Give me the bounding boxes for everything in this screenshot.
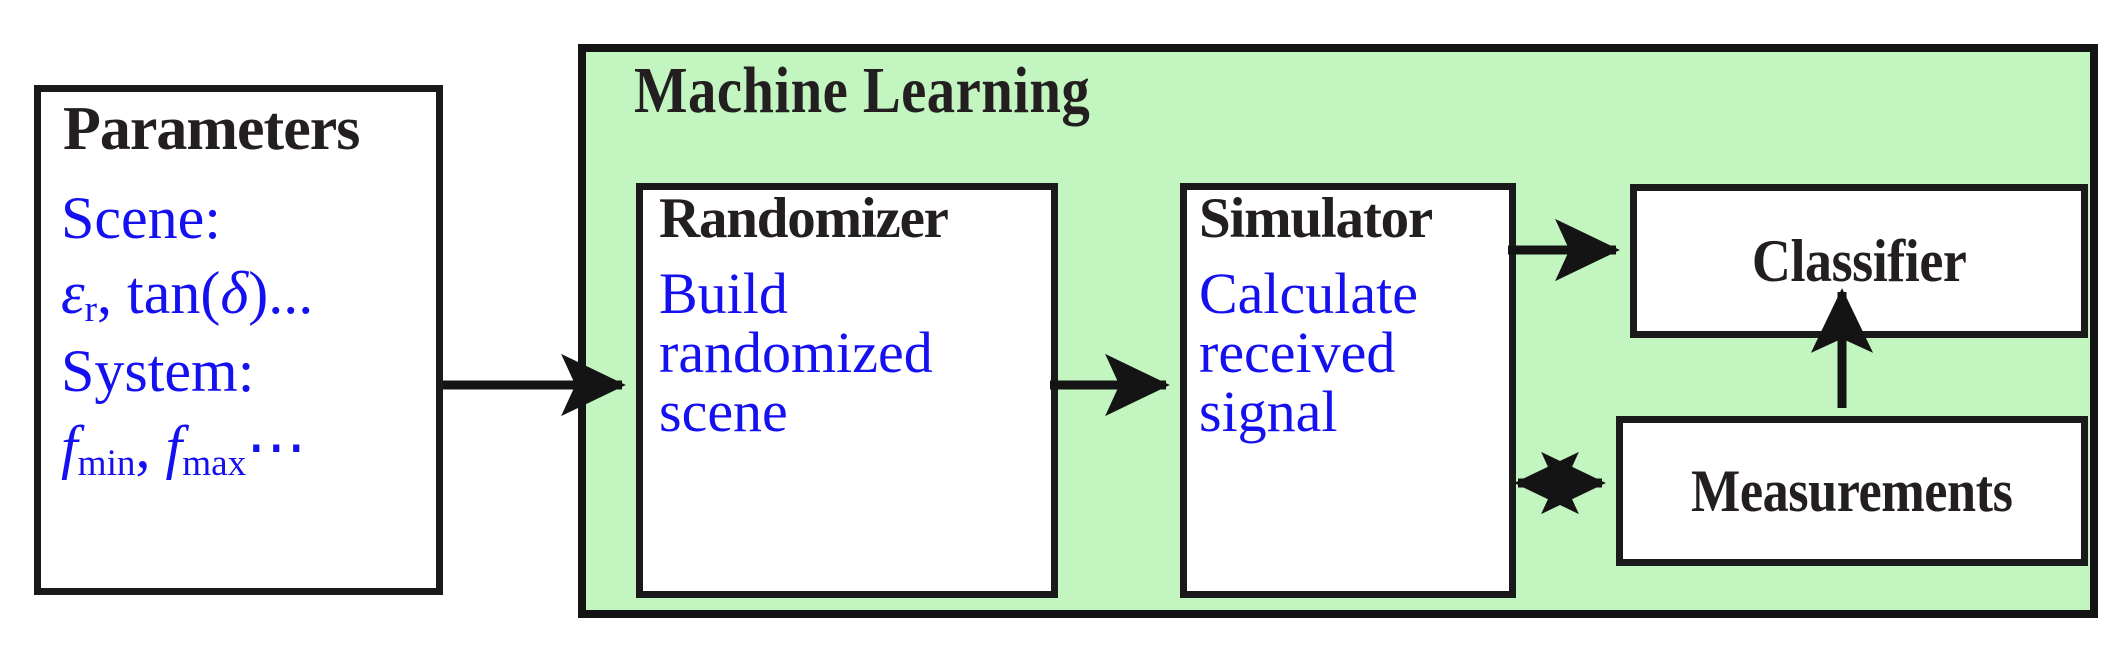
epsilon-subscript: r <box>84 289 98 331</box>
f-min-subscript: min <box>77 443 136 485</box>
simulator-body-line-2: received <box>1199 320 1396 386</box>
randomizer-title: Randomizer <box>659 187 949 250</box>
parameters-scene-values: εr, tan(δ)... <box>61 259 432 331</box>
machine-learning-panel: Machine Learning Randomizer Build random… <box>578 44 2098 618</box>
randomizer-body: Build randomized scene <box>659 261 1047 445</box>
classifier-title: Classifier <box>1751 228 1967 294</box>
randomizer-body-line-2: randomized <box>659 320 933 386</box>
randomizer-block: Randomizer Build randomized scene <box>636 183 1058 598</box>
simulator-body-line-1: Calculate <box>1199 261 1419 326</box>
f-min-symbol: f <box>61 414 78 481</box>
system-separator: , <box>135 414 166 481</box>
parameters-title: Parameters <box>63 95 360 163</box>
delta-symbol: δ <box>220 260 249 326</box>
randomizer-body-line-3: scene <box>659 379 788 445</box>
randomizer-body-line-1: Build <box>659 261 788 326</box>
f-max-subscript: max <box>182 443 247 485</box>
epsilon-symbol: ε <box>61 260 85 326</box>
parameters-system-label: System: <box>61 338 255 405</box>
scene-ellipsis: )... <box>248 260 314 326</box>
simulator-block: Simulator Calculate received signal <box>1180 183 1516 598</box>
parameters-block: Parameters Scene: εr, tan(δ)... System: … <box>34 85 443 595</box>
parameters-system-values: fmin, fmax⋯ <box>61 412 432 485</box>
system-ellipsis: ⋯ <box>246 414 307 481</box>
measurements-block: Measurements <box>1616 416 2088 566</box>
simulator-body-line-3: signal <box>1199 379 1338 445</box>
parameters-scene-label: Scene: <box>61 185 221 251</box>
tan-symbol: , tan( <box>97 260 221 326</box>
simulator-title: Simulator <box>1199 187 1433 250</box>
parameters-content: Scene: εr, tan(δ)... System: fmin, fmax⋯ <box>61 184 432 491</box>
measurements-title: Measurements <box>1691 458 2013 524</box>
f-max-symbol: f <box>165 414 183 481</box>
classifier-block: Classifier <box>1630 184 2088 338</box>
machine-learning-title: Machine Learning <box>634 54 1091 127</box>
simulator-body: Calculate received signal <box>1199 261 1507 445</box>
